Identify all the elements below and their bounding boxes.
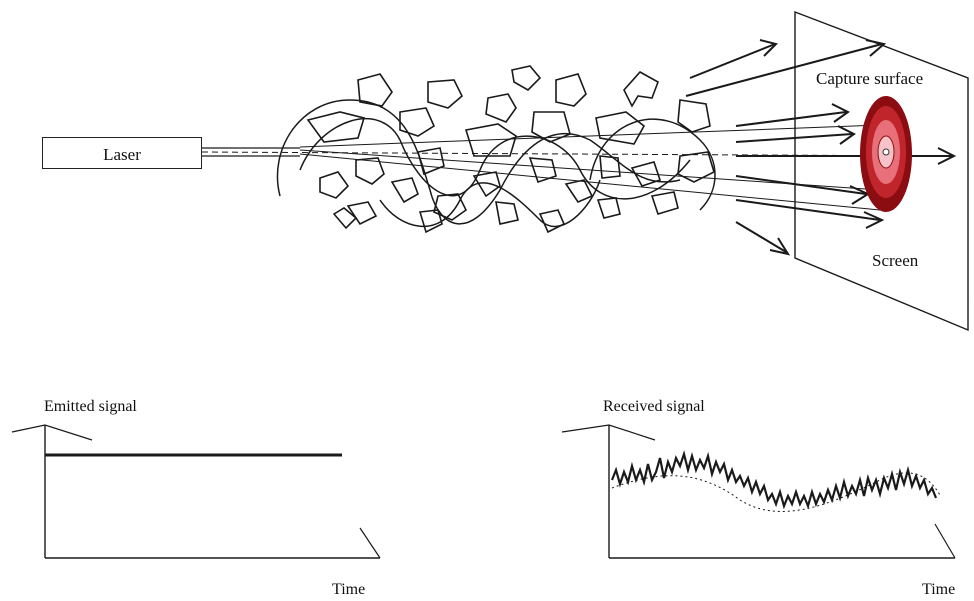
time-label-emitted: Time [332,581,366,598]
particle [650,191,679,215]
particle [596,197,621,219]
particle [319,171,350,199]
particle [399,107,436,137]
screen-plane [794,10,969,332]
emitted-signal-label: Emitted signal [44,398,137,415]
time-label-received: Time [922,581,956,598]
particle [357,73,393,107]
laser-beam [201,124,941,211]
particle [677,99,711,133]
particle [355,157,385,185]
capture-surface-label: Capture surface [816,69,924,88]
particle [464,123,517,157]
particle [595,111,646,145]
emitted-signal-graph [11,424,381,559]
received-signal-line [610,450,938,510]
particle [495,201,519,225]
received-signal-label: Received signal [603,398,705,415]
particle [528,157,557,184]
emitted-x-arrow [359,527,381,559]
particle [531,111,571,143]
scattered-paths [276,99,716,228]
particle [599,155,621,179]
particle [538,209,566,234]
particle [433,193,468,221]
capture-spot [860,96,912,212]
laser-source: Laser [42,137,202,169]
received-signal-graph [561,424,956,559]
received-signal-dotted [611,472,941,512]
particle [511,65,542,91]
particle [472,171,501,198]
particle [555,73,587,107]
particle [332,207,358,230]
particle [485,93,517,123]
particle-cloud [306,65,715,234]
laser-label: Laser [103,145,141,164]
particle [623,70,659,108]
particle [427,79,463,109]
received-y-arrow [561,424,656,441]
particle [677,151,715,183]
particle [416,147,445,176]
particle [418,209,443,234]
screen-label: Screen [872,251,919,270]
emitted-y-arrow [11,424,93,441]
particle [630,161,662,187]
output-arrows [685,39,957,256]
received-x-arrow [934,523,956,559]
particle [390,177,419,204]
